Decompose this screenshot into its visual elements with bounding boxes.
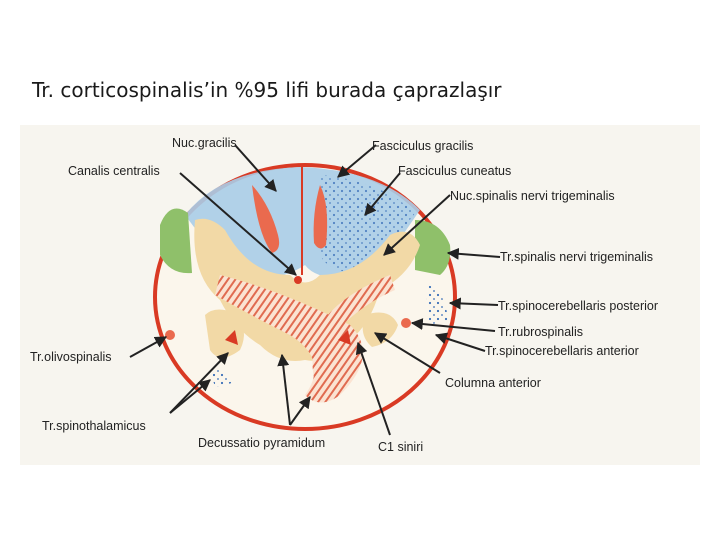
label-tr-olivospinalis: Tr.olivospinalis: [30, 350, 112, 364]
label-fasciculus-gracilis: Fasciculus gracilis: [372, 139, 473, 153]
arrow-columna-anterior: [373, 332, 441, 374]
label-tr-spinocerebellaris-posterior: Tr.spinocerebellaris posterior: [498, 299, 658, 313]
label-nuc-gracilis: Nuc.gracilis: [172, 136, 237, 150]
ventral-horn-left: [205, 309, 244, 358]
arrow-fasciculus-gracilis: [337, 144, 377, 178]
arrow-spinocerebellar-post: [448, 297, 499, 310]
trigeminal-tract-right: [415, 220, 451, 275]
ventral-horn-right: [362, 312, 398, 347]
arrow-spinocerebellar-ant: [434, 332, 486, 352]
dorsal-columns-dots: [320, 175, 415, 274]
label-nuc-spinalis-trigeminalis: Nuc.spinalis nervi trigeminalis: [450, 189, 615, 203]
arrow-fasciculus-cuneatus: [364, 172, 401, 216]
arrow-decussatio-b: [277, 353, 291, 426]
arrow-tr-trigeminalis: [446, 247, 501, 260]
central-canal: [294, 276, 302, 284]
arrow-olivospinalis: [129, 336, 168, 358]
arrow-nuc-gracilis: [234, 144, 277, 192]
trigeminal-tract-left: [160, 208, 192, 274]
label-canalis-centralis: Canalis centralis: [68, 164, 160, 178]
label-c1-siniri: C1 siniri: [378, 440, 423, 454]
arrow-spinothalamicus-b: [169, 352, 229, 414]
spinal-cord-diagram: Nuc.gracilis Canalis centralis Fasciculu…: [20, 125, 700, 465]
rubrospinal-dot: [401, 318, 411, 328]
arrow-nuc-trigeminalis: [383, 194, 451, 256]
label-tr-rubrospinalis: Tr.rubrospinalis: [498, 325, 583, 339]
label-tr-spinalis-trigeminalis: Tr.spinalis nervi trigeminalis: [500, 250, 653, 264]
spinocerebellar-posterior-dots: [426, 285, 448, 325]
label-tr-spinothalamicus: Tr.spinothalamicus: [42, 419, 146, 433]
leader-arrows: [129, 144, 501, 436]
arrow-decussatio-a: [289, 396, 311, 426]
olivospinal-dot: [165, 330, 175, 340]
nuc-gracilis-shape-right: [313, 185, 328, 249]
pyramid-fibers-right: [312, 275, 395, 395]
label-fasciculus-cuneatus: Fasciculus cuneatus: [398, 164, 511, 178]
arrow-canalis-centralis: [179, 172, 297, 276]
label-decussatio-pyramidum: Decussatio pyramidum: [198, 436, 325, 450]
arrow-rubrospinalis: [410, 318, 496, 332]
ventral-marker-right: [338, 330, 351, 345]
slide-title: Tr. corticospinalis’in %95 lifi burada ç…: [32, 78, 502, 102]
label-tr-spinocerebellaris-anterior: Tr.spinocerebellaris anterior: [485, 344, 639, 358]
ventral-marker-left: [225, 330, 238, 345]
label-columna-anterior: Columna anterior: [445, 376, 541, 390]
nuc-gracilis-shape: [252, 185, 280, 253]
arrow-c1-siniri: [355, 341, 391, 436]
spinothalamic-dots: [210, 368, 232, 387]
